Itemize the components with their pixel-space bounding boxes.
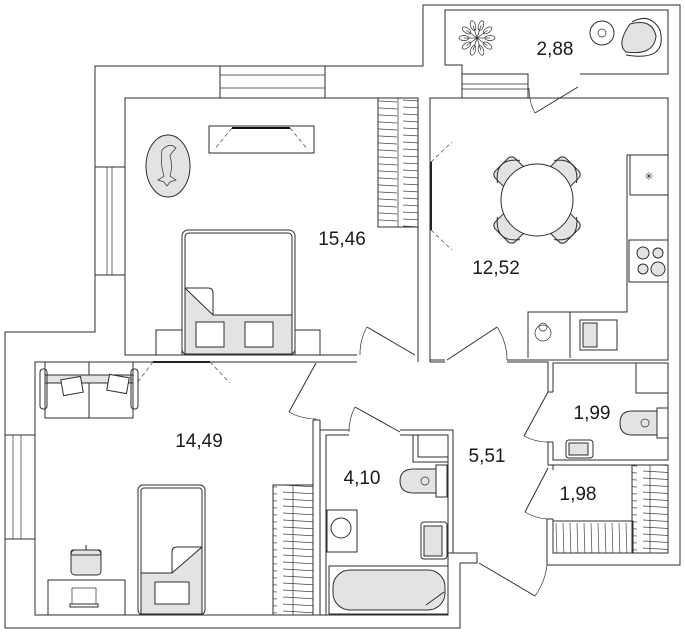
plant-leaf-icon <box>469 45 477 56</box>
plant-leaf-icon <box>477 45 485 56</box>
wc-sink-icon <box>565 439 594 459</box>
balcony-outline <box>444 9 669 75</box>
area-label-bathroom: 4,10 <box>344 468 381 489</box>
plant-leaf-icon <box>482 26 493 35</box>
single-bed-icon <box>137 484 206 616</box>
plant-stem-icon <box>466 30 478 39</box>
door-bedroom-main[interactable] <box>359 326 416 356</box>
desk-icon <box>47 579 126 616</box>
shelf-icon <box>631 464 669 554</box>
area-label-wc: 1,99 <box>574 403 611 424</box>
plant-leaf-icon <box>482 41 493 50</box>
plant-leaf-icon <box>461 26 472 35</box>
door-bedroom-second[interactable] <box>288 362 317 420</box>
kitchen-sink-icon <box>579 319 618 351</box>
side-table-icon <box>589 20 615 46</box>
door-storage[interactable] <box>524 467 549 520</box>
nightstand-icon <box>155 329 183 356</box>
svg-text:✳: ✳ <box>644 170 653 183</box>
plant-stem-icon <box>476 37 488 46</box>
laundry-basket-icon <box>70 545 102 576</box>
sofa-icon <box>39 361 139 419</box>
bathroom-sink-icon <box>420 521 448 560</box>
stove-icon <box>628 239 669 283</box>
tv-icon <box>208 125 315 154</box>
plant-leaf-icon <box>477 20 485 31</box>
shelf-icon <box>552 520 634 554</box>
dishwasher-icon <box>534 312 571 358</box>
plant-stem-icon <box>476 37 482 51</box>
double-bed-icon <box>181 229 296 356</box>
door-entrance[interactable] <box>478 562 548 597</box>
sliding-door-kitchen[interactable] <box>430 141 453 251</box>
door-kitchen[interactable] <box>446 326 508 361</box>
kitchen-outline <box>429 97 669 361</box>
chair-icon <box>493 156 526 189</box>
fridge-icon: ✳ <box>629 154 669 196</box>
door-wc[interactable] <box>523 391 549 443</box>
plant-stem-icon <box>476 30 488 39</box>
plant-icon <box>458 20 496 56</box>
wc-box-icon <box>635 362 669 394</box>
partition-wall <box>417 355 431 362</box>
plant-stem-icon <box>466 37 478 46</box>
area-label-bedroom-main: 15,46 <box>318 229 366 250</box>
sliding-door-bedroom-second[interactable] <box>136 361 231 384</box>
area-label-storage: 1,98 <box>560 484 597 505</box>
plant-leaf-icon <box>484 35 496 41</box>
wardrobe-icon <box>272 484 314 616</box>
plant-stem-icon <box>472 37 478 51</box>
door-balcony[interactable] <box>528 86 579 114</box>
door-bathroom[interactable] <box>348 406 401 433</box>
plant-stem-icon <box>472 25 478 39</box>
window-bedroom-main-top <box>219 65 326 99</box>
area-label-balcony: 2,88 <box>537 39 574 60</box>
window-bedroom-main-left <box>94 166 126 276</box>
plant-leaf-icon <box>461 41 472 50</box>
dining-table-icon <box>493 156 581 244</box>
toilet-icon <box>619 407 669 439</box>
area-label-hallway: 5,51 <box>469 446 506 467</box>
area-label-kitchen: 12,52 <box>472 258 520 279</box>
toilet-icon <box>399 464 448 498</box>
wardrobe-icon <box>377 97 419 228</box>
window-bedroom-second-left <box>4 434 36 540</box>
washing-machine-icon <box>326 509 358 553</box>
bath-wall <box>313 419 453 616</box>
nightstand-icon <box>294 329 321 356</box>
bathtub-icon <box>328 565 449 615</box>
plant-leaf-icon <box>458 35 470 41</box>
shower-box-icon <box>412 434 449 463</box>
plant-stem-icon <box>476 25 482 39</box>
rug-cat-icon <box>145 134 191 198</box>
window-kitchen <box>461 73 529 99</box>
armchair-icon <box>621 17 662 57</box>
plant-leaf-icon <box>469 20 477 31</box>
area-label-bedroom-second: 14,49 <box>175 431 223 452</box>
